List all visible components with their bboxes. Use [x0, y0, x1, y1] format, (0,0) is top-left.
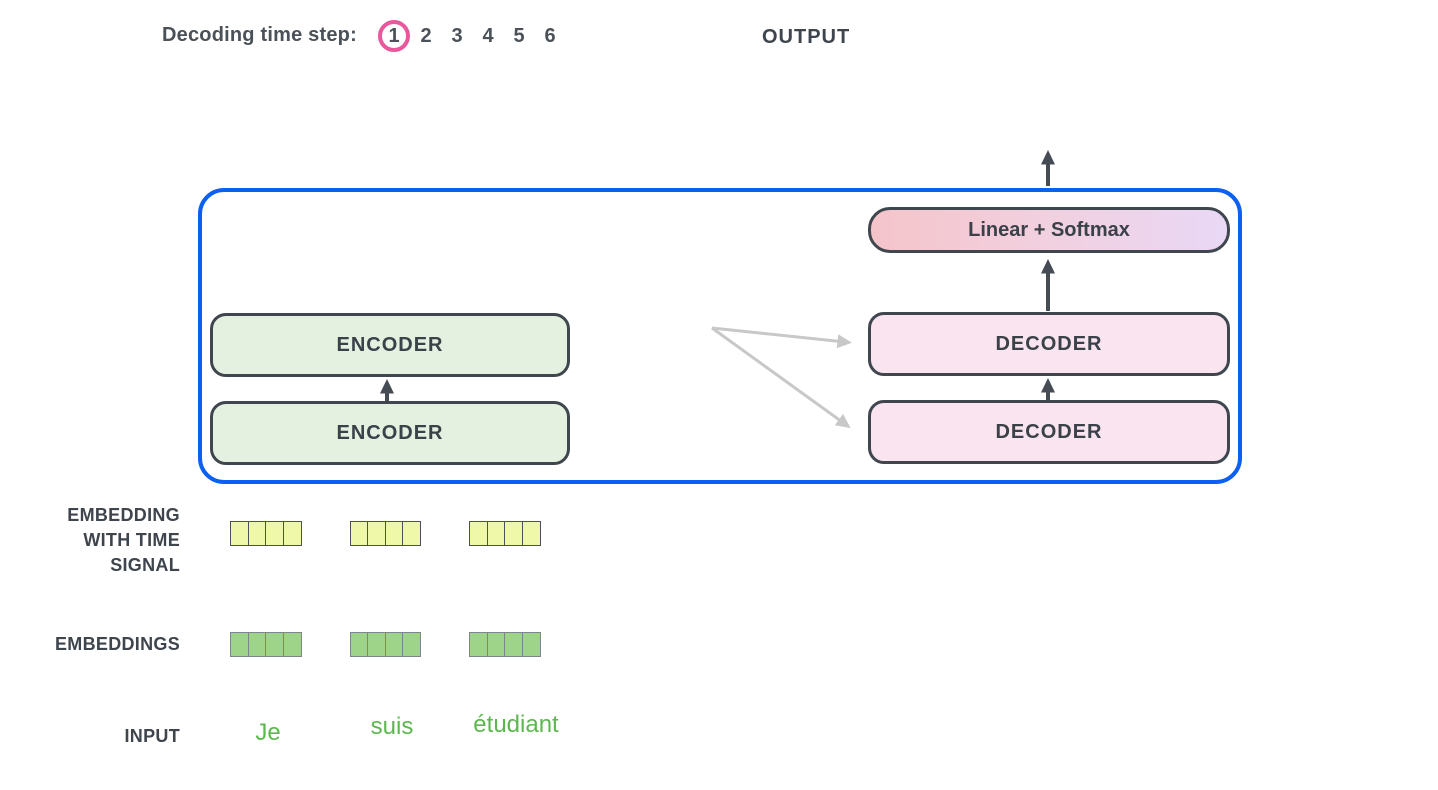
- embedding-cell: [504, 632, 523, 657]
- embeddings-row-token-3: [469, 632, 541, 657]
- time-signal-cell: [469, 521, 488, 546]
- input-word-2: suis: [354, 713, 430, 741]
- linear-softmax-block: Linear + Softmax: [868, 207, 1230, 253]
- time-step-3: 3: [451, 24, 463, 47]
- embeddings-row: [230, 632, 541, 657]
- encoder-block-1: ENCODER: [210, 313, 570, 377]
- decoding-time-step-label: Decoding time step:: [162, 24, 357, 46]
- input-word-text: suis: [370, 713, 414, 740]
- decoder-block-2: DECODER: [868, 400, 1230, 464]
- time-signal-cell: [247, 521, 267, 546]
- embedding-cell: [486, 632, 506, 657]
- time-step-6: 6: [544, 24, 556, 47]
- time-signal-cell: [349, 521, 369, 546]
- embedding-cell: [230, 632, 249, 657]
- time-signal-cell: [486, 521, 506, 546]
- embedding-cell: [282, 632, 302, 657]
- time-step-2: 2: [420, 24, 432, 47]
- input-word-3: étudiant: [473, 711, 558, 739]
- input-words-row: Je suis étudiant: [230, 711, 558, 746]
- time-signal-cell: [230, 521, 249, 546]
- embedding-cell: [247, 632, 267, 657]
- embedding-with-time-signal-label: EMBEDDING WITH TIME SIGNAL: [0, 503, 180, 578]
- input-word-1: Je: [230, 719, 306, 747]
- decoder-stack: DECODER DECODER: [868, 312, 1230, 464]
- time-step-5: 5: [513, 24, 525, 47]
- output-label: OUTPUT: [762, 26, 851, 48]
- embedding-cell: [402, 632, 421, 657]
- embedding-cell: [384, 632, 404, 657]
- time-step-1: 1: [378, 20, 410, 52]
- time-signal-cell: [265, 521, 284, 546]
- time-signal-cell: [504, 521, 523, 546]
- embedding-cell: [265, 632, 284, 657]
- time-signal-embedding-row-token-3: [469, 521, 541, 546]
- embedding-cell: [349, 632, 369, 657]
- time-signal-cell: [282, 521, 302, 546]
- input-word-text: Je: [255, 719, 281, 746]
- encoder-block-2: ENCODER: [210, 401, 570, 465]
- input-word-text: étudiant: [473, 711, 559, 738]
- time-signal-cell: [367, 521, 386, 546]
- time-signal-embedding-row: [230, 521, 541, 546]
- embeddings-row-token-2: [349, 632, 421, 657]
- transformer-panel: [198, 188, 1242, 484]
- time-signal-embedding-row-token-1: [230, 521, 302, 546]
- time-signal-embedding-row-token-2: [349, 521, 421, 546]
- embedding-cell: [469, 632, 488, 657]
- embedding-cell: [367, 632, 386, 657]
- time-step-4: 4: [482, 24, 494, 47]
- embeddings-label: EMBEDDINGS: [54, 634, 180, 654]
- input-label: INPUT: [124, 726, 180, 746]
- time-signal-cell: [521, 521, 541, 546]
- encoder-stack: ENCODER ENCODER: [210, 313, 570, 465]
- embeddings-row-token-1: [230, 632, 302, 657]
- embedding-with-time-signal-line: WITH TIME: [83, 530, 180, 550]
- embedding-with-time-signal-line: SIGNAL: [110, 555, 180, 575]
- embedding-with-time-signal-line: EMBEDDING: [67, 505, 180, 525]
- embedding-cell: [521, 632, 541, 657]
- time-signal-cell: [402, 521, 421, 546]
- decoder-block-1: DECODER: [868, 312, 1230, 376]
- time-signal-cell: [384, 521, 404, 546]
